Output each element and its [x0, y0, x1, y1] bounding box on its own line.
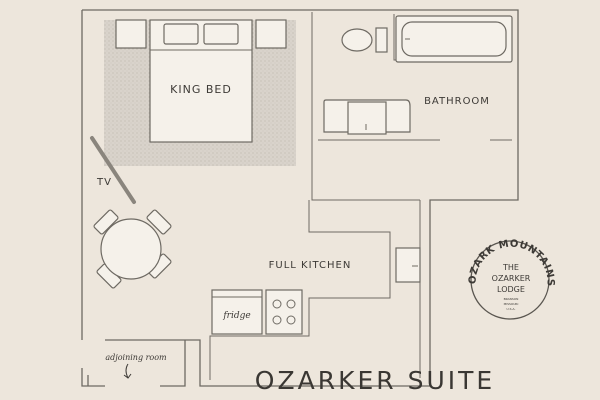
fridge — [211, 289, 263, 335]
tv-label: TV — [96, 177, 112, 188]
kitchen-sink — [395, 247, 421, 283]
page-title: OZARKER SUITE — [255, 366, 495, 395]
adjoining-room-label: adjoining room — [105, 353, 167, 362]
arrow-icon — [123, 363, 132, 379]
tv-icon — [90, 136, 136, 204]
bathroom-fixtures — [323, 15, 513, 135]
stove — [265, 289, 303, 335]
seal-line2: OZARKER — [492, 274, 531, 283]
king-bed — [115, 19, 287, 143]
seal-small1: BRANSON — [504, 297, 519, 301]
seal-line3: LODGE — [497, 285, 525, 294]
dining-table — [93, 209, 172, 289]
lodge-seal: OZARK MOUNTAINS THE OZARKER LODGE BRANSO… — [467, 239, 555, 320]
kitchen-label: FULL KITCHEN — [269, 260, 352, 271]
seal-line1: THE — [502, 263, 519, 272]
exterior-walls — [81, 9, 519, 387]
bed-label: KING BED — [170, 83, 232, 96]
bathroom-label: BATHROOM — [424, 96, 490, 107]
interior-walls — [209, 12, 512, 380]
fridge-label: fridge — [222, 311, 250, 321]
seal-small2: MISSOURI — [504, 302, 519, 306]
seal-small3: U.S.A. — [507, 307, 516, 311]
